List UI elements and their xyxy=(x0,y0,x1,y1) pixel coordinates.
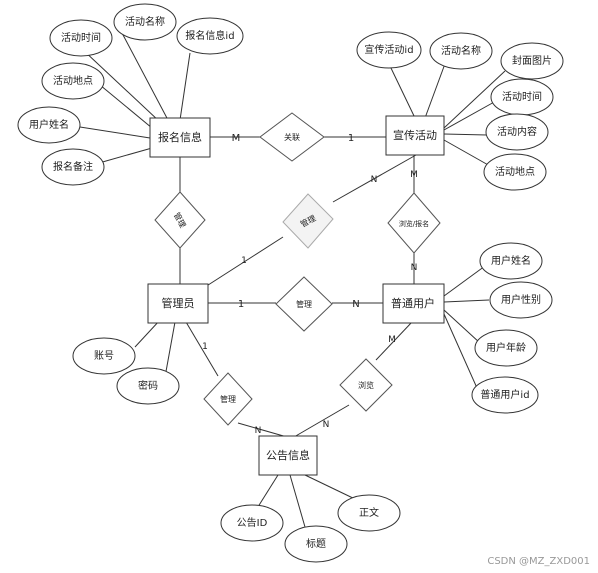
card-signup-promo-right: 1 xyxy=(348,133,354,144)
card-admin-promo-promo: N xyxy=(371,175,378,185)
card-promo-user-user: N xyxy=(411,263,418,273)
relation-user-notice-label: 浏览 xyxy=(358,380,374,390)
relation-promo-user: 浏览/报名 xyxy=(387,192,441,254)
svg-text:活动内容: 活动内容 xyxy=(497,125,537,138)
svg-text:用户性别: 用户性别 xyxy=(501,293,541,306)
attr-promo-content: 活动内容 xyxy=(485,113,549,151)
svg-text:密码: 密码 xyxy=(138,379,158,392)
entity-user: 普通用户 xyxy=(382,283,445,324)
relation-signup-admin: 管理 xyxy=(154,191,206,249)
svg-text:标题: 标题 xyxy=(306,538,326,550)
relation-signup-promo: 关联 xyxy=(259,112,325,162)
attr-signup-id: 报名信息id xyxy=(176,17,244,55)
card-admin-notice-notice: N xyxy=(255,426,262,436)
attr-promo-id: 宣传活动id xyxy=(356,31,422,69)
entity-signup: 报名信息 xyxy=(149,117,211,158)
attr-signup-username: 用户姓名 xyxy=(17,106,81,144)
cardinalities: M 1 1 N M N 1 N 1 N M N xyxy=(202,133,418,436)
card-user-notice-user: M xyxy=(388,335,396,345)
attr-admin-password: 密码 xyxy=(116,367,180,405)
attr-signup-location: 活动地点 xyxy=(41,62,105,100)
attr-signup-name: 活动名称 xyxy=(113,3,177,41)
attr-notice-body: 正文 xyxy=(337,494,401,532)
attr-user-id: 普通用户id xyxy=(471,376,539,414)
svg-text:普通用户id: 普通用户id xyxy=(480,388,529,401)
card-user-notice-notice: N xyxy=(323,420,330,430)
relation-admin-notice: 管理 xyxy=(203,372,253,426)
attr-promo-location: 活动地点 xyxy=(483,153,547,191)
card-admin-user-admin: 1 xyxy=(238,299,244,310)
relation-admin-promo: 管理 xyxy=(282,193,334,249)
attr-admin-account: 账号 xyxy=(72,337,136,375)
entity-admin-label: 管理员 xyxy=(162,296,195,310)
relation-signup-promo-label: 关联 xyxy=(284,132,300,142)
svg-text:宣传活动id: 宣传活动id xyxy=(364,43,413,56)
svg-text:封面图片: 封面图片 xyxy=(512,54,552,67)
attr-promo-time: 活动时间 xyxy=(490,78,554,116)
attr-promo-name: 活动名称 xyxy=(429,32,493,70)
attr-user-age: 用户年龄 xyxy=(474,329,538,367)
svg-text:用户姓名: 用户姓名 xyxy=(29,118,69,131)
svg-text:活动名称: 活动名称 xyxy=(125,15,165,28)
svg-text:正文: 正文 xyxy=(359,506,379,519)
relation-admin-user-label: 管理 xyxy=(296,299,312,309)
attr-notice-title: 标题 xyxy=(284,525,348,563)
attr-notice-id: 公告ID xyxy=(220,504,284,542)
attr-signup-remark: 报名备注 xyxy=(41,148,105,186)
relation-admin-user: 管理 xyxy=(275,276,333,332)
card-signup-promo-left: M xyxy=(232,133,241,144)
svg-text:报名信息id: 报名信息id xyxy=(185,29,234,42)
card-admin-user-user: N xyxy=(352,299,359,310)
card-admin-promo-admin: 1 xyxy=(241,256,247,266)
entity-user-label: 普通用户 xyxy=(391,296,435,310)
svg-text:活动地点: 活动地点 xyxy=(495,165,535,178)
relation-admin-notice-label: 管理 xyxy=(220,394,236,404)
relation-promo-user-label: 浏览/报名 xyxy=(399,219,429,228)
card-admin-notice-admin: 1 xyxy=(202,342,208,352)
entity-signup-label: 报名信息 xyxy=(158,130,202,144)
svg-text:账号: 账号 xyxy=(94,350,114,362)
svg-text:用户年龄: 用户年龄 xyxy=(486,341,526,354)
entity-promo: 宣传活动 xyxy=(385,115,445,156)
svg-text:报名备注: 报名备注 xyxy=(53,160,93,173)
connectors xyxy=(79,32,506,528)
svg-text:活动地点: 活动地点 xyxy=(53,74,93,87)
entity-notice: 公告信息 xyxy=(258,435,318,476)
relation-user-notice: 浏览 xyxy=(339,358,393,412)
attr-user-name: 用户姓名 xyxy=(479,242,543,280)
svg-text:活动名称: 活动名称 xyxy=(441,44,481,57)
svg-text:用户姓名: 用户姓名 xyxy=(491,254,531,267)
attr-promo-cover: 封面图片 xyxy=(500,42,564,80)
attr-user-gender: 用户性别 xyxy=(489,281,553,319)
svg-text:活动时间: 活动时间 xyxy=(502,90,542,103)
svg-text:活动时间: 活动时间 xyxy=(61,31,101,44)
entity-notice-label: 公告信息 xyxy=(266,448,310,462)
attr-signup-time: 活动时间 xyxy=(49,19,113,57)
svg-text:公告ID: 公告ID xyxy=(237,516,268,529)
watermark: CSDN @MZ_ZXD001 xyxy=(487,556,590,567)
entity-admin: 管理员 xyxy=(147,283,209,324)
card-promo-user-promo: M xyxy=(410,170,418,180)
entity-promo-label: 宣传活动 xyxy=(393,128,437,142)
